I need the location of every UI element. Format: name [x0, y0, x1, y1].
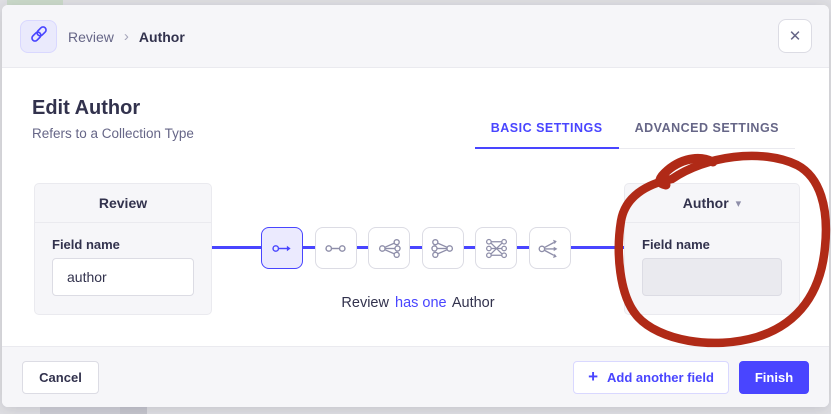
target-field-name-label: Field name	[642, 237, 710, 252]
modal-footer: Cancel + Add another field Finish	[2, 346, 829, 407]
close-icon: ✕	[788, 28, 802, 45]
many-to-many-icon	[483, 235, 510, 262]
source-collection-card: Review Field name	[34, 183, 212, 315]
one-way-icon	[269, 235, 296, 262]
target-collection-card: Author ▾ Field name	[624, 183, 800, 315]
finish-button[interactable]: Finish	[739, 361, 809, 394]
page-behind-accent	[7, 0, 63, 5]
summary-source: Review	[341, 295, 389, 311]
one-to-one-icon	[322, 235, 349, 262]
relation-type-one-to-many[interactable]	[368, 227, 410, 269]
relation-type-many-to-many[interactable]	[475, 227, 517, 269]
target-field-name-input	[642, 258, 782, 296]
source-collection-name: Review	[98, 195, 148, 211]
summary-verb: has one	[395, 295, 447, 311]
page-behind-block	[120, 407, 147, 414]
chevron-right-icon: ›	[123, 28, 129, 45]
edit-relation-modal: Review › Author ✕ Edit Author Refers to …	[2, 5, 829, 407]
close-button[interactable]: ✕	[778, 19, 812, 53]
summary-target: Author	[451, 295, 495, 311]
tab-advanced-settings[interactable]: ADVANCED SETTINGS	[634, 121, 779, 135]
relation-type-many-way[interactable]	[528, 227, 571, 269]
breadcrumb: Review › Author	[68, 5, 185, 68]
relation-summary: Review has one Author	[212, 295, 624, 311]
modal-body: Edit Author Refers to a Collection Type …	[2, 69, 829, 351]
many-way-icon	[536, 235, 563, 262]
page-behind-block	[40, 407, 120, 414]
source-field-name-label: Field name	[52, 237, 120, 252]
many-to-one-icon	[429, 235, 456, 262]
cancel-button[interactable]: Cancel	[22, 361, 99, 394]
target-collection-dropdown[interactable]: Author ▾	[625, 184, 799, 223]
tab-basic-settings[interactable]: BASIC SETTINGS	[474, 111, 619, 149]
settings-tabs: BASIC SETTINGS ADVANCED SETTINGS	[474, 111, 795, 149]
target-collection-name: Author	[682, 195, 729, 211]
page-subtitle: Refers to a Collection Type	[32, 126, 194, 141]
relation-type-many-to-one[interactable]	[421, 227, 464, 269]
source-card-body: Field name	[35, 223, 211, 296]
relation-type-one-to-one[interactable]	[314, 227, 357, 269]
target-card-body: Field name	[625, 223, 799, 296]
add-another-field-button[interactable]: + Add another field	[573, 361, 729, 394]
chain-link-icon	[28, 23, 50, 50]
breadcrumb-parent: Review	[68, 28, 114, 45]
relation-type-one-way[interactable]	[261, 227, 303, 269]
source-card-header: Review	[35, 184, 211, 223]
one-to-many-icon	[376, 235, 403, 262]
breadcrumb-current: Author	[138, 28, 185, 45]
add-another-field-label: Add another field	[607, 370, 714, 385]
footer-actions: + Add another field Finish	[573, 361, 809, 394]
relation-connector-line	[212, 246, 624, 249]
plus-icon: +	[588, 366, 599, 386]
relation-badge	[20, 20, 57, 53]
modal-header: Review › Author ✕	[2, 5, 829, 68]
chevron-down-icon: ▾	[735, 197, 742, 210]
source-field-name-input[interactable]	[52, 258, 194, 296]
page-title: Edit Author	[32, 97, 141, 119]
